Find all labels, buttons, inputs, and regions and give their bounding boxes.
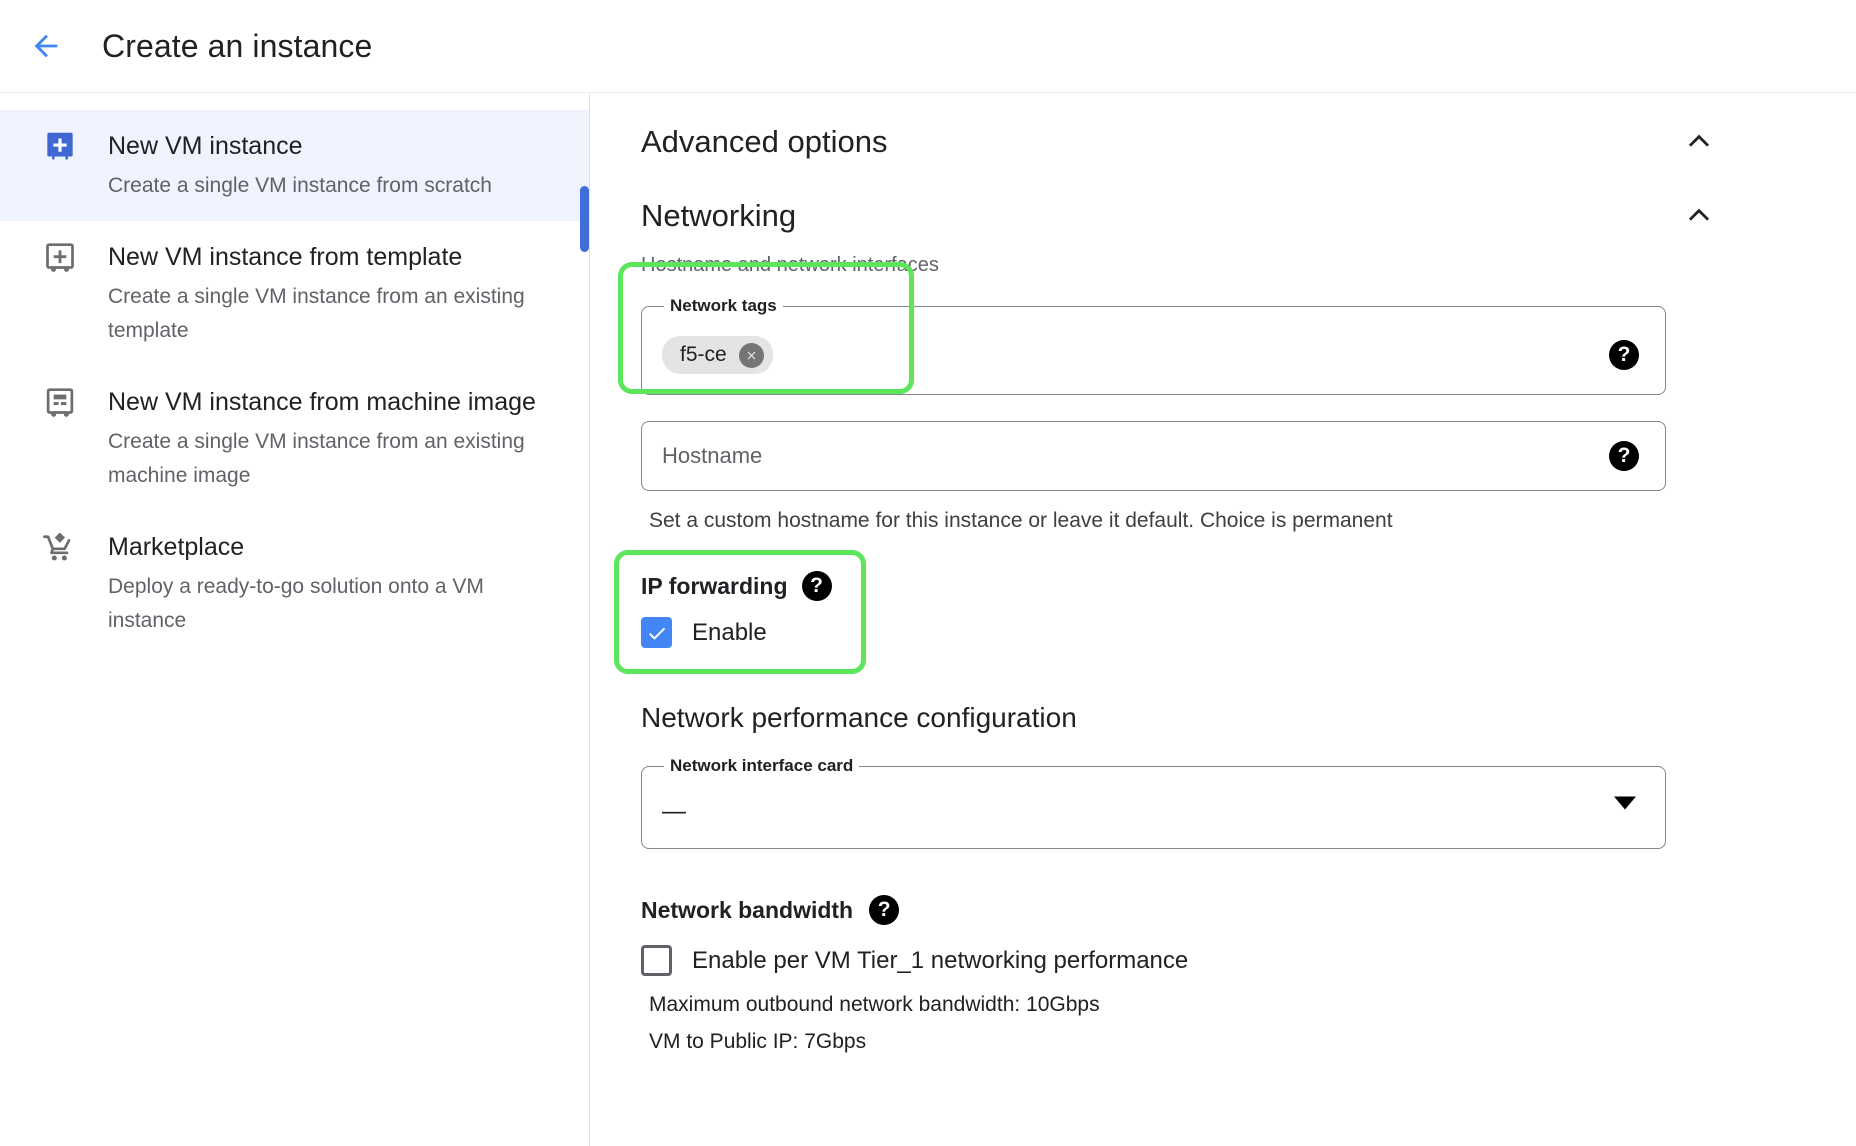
vm-template-add-icon [38,237,82,281]
ip-forwarding-label: IP forwarding [641,572,788,599]
ip-forwarding-enable-label: Enable [692,618,767,646]
network-bandwidth-header: Network bandwidth ? [641,895,1856,925]
network-tag-chip-label: f5-ce [680,343,727,366]
sidebar-item-desc: Create a single VM instance from an exis… [108,285,525,342]
hostname-helper-text: Set a custom hostname for this instance … [649,509,1393,532]
sidebar-item-title: New VM instance from machine image [108,388,536,416]
help-icon[interactable]: ? [801,571,832,601]
marketplace-cart-icon [38,527,82,571]
ip-forwarding-enable-checkbox[interactable]: Enable [641,617,853,648]
help-icon[interactable]: ? [869,895,900,925]
sidebar: New VM instance Create a single VM insta… [0,94,590,1146]
caret-down-icon[interactable] [1614,796,1636,809]
sidebar-item-new-vm-instance[interactable]: New VM instance Create a single VM insta… [0,110,589,252]
networking-subtitle: Hostname and network interfaces [641,254,939,276]
main-panel: Advanced options Networking Hostname and… [591,94,1856,1146]
network-bandwidth-label: Network bandwidth [641,896,854,923]
check-icon [641,617,672,648]
hostname-placeholder: Hostname [662,443,763,468]
network-tag-chip[interactable]: f5-ce [662,336,773,374]
sidebar-item-new-vm-from-template[interactable]: New VM instance from template Create a s… [0,221,589,366]
page-title: Create an instance [102,27,373,64]
network-tags-field[interactable]: Network tags f5-ce ? [641,296,1666,395]
help-icon[interactable]: ? [1609,441,1639,471]
network-performance-title: Network performance configuration [641,702,1077,733]
arrow-left-icon [34,34,58,58]
chevron-up-icon[interactable] [1682,125,1716,159]
section-networking[interactable]: Networking [591,190,1856,242]
nic-value: — [662,798,686,825]
sidebar-item-new-vm-from-machine-image[interactable]: New VM instance from machine image Creat… [0,366,589,511]
sidebar-item-desc: Create a single VM instance from scratch [108,174,492,197]
machine-image-icon [38,382,82,426]
top-bar: Create an instance [0,0,1856,93]
networking-title: Networking [641,198,797,233]
sidebar-item-desc: Create a single VM instance from an exis… [108,430,525,487]
checkbox-unchecked-icon [641,945,672,976]
selected-indicator-bar [580,186,589,252]
ip-forwarding-header: IP forwarding ? [641,571,853,601]
section-advanced-options[interactable]: Advanced options [591,116,1856,168]
bandwidth-note-max-outbound: Maximum outbound network bandwidth: 10Gb… [649,993,1100,1016]
sidebar-item-desc: Deploy a ready-to-go solution onto a VM … [108,575,484,632]
network-interface-card-select[interactable]: Network interface card — [641,756,1666,849]
tier1-networking-label: Enable per VM Tier_1 networking performa… [692,946,1189,974]
close-circle-icon[interactable] [738,342,764,368]
sidebar-item-title: New VM instance from template [108,243,463,271]
sidebar-item-title: New VM instance [108,132,303,160]
hostname-input[interactable]: Hostname ? [641,421,1666,491]
vm-instance-add-icon [38,126,82,170]
network-tags-label: Network tags [670,296,777,315]
advanced-options-title: Advanced options [641,124,888,159]
sidebar-item-title: Marketplace [108,533,245,561]
help-icon[interactable]: ? [1609,340,1639,370]
nic-label: Network interface card [670,756,854,775]
ip-forwarding-group: IP forwarding ? Enable [641,571,853,648]
sidebar-item-marketplace[interactable]: Marketplace Deploy a ready-to-go solutio… [0,511,589,656]
back-button[interactable] [18,18,74,74]
bandwidth-note-public-ip: VM to Public IP: 7Gbps [649,1030,867,1053]
chevron-up-icon[interactable] [1682,199,1716,233]
tier1-networking-checkbox[interactable]: Enable per VM Tier_1 networking performa… [641,945,1856,976]
